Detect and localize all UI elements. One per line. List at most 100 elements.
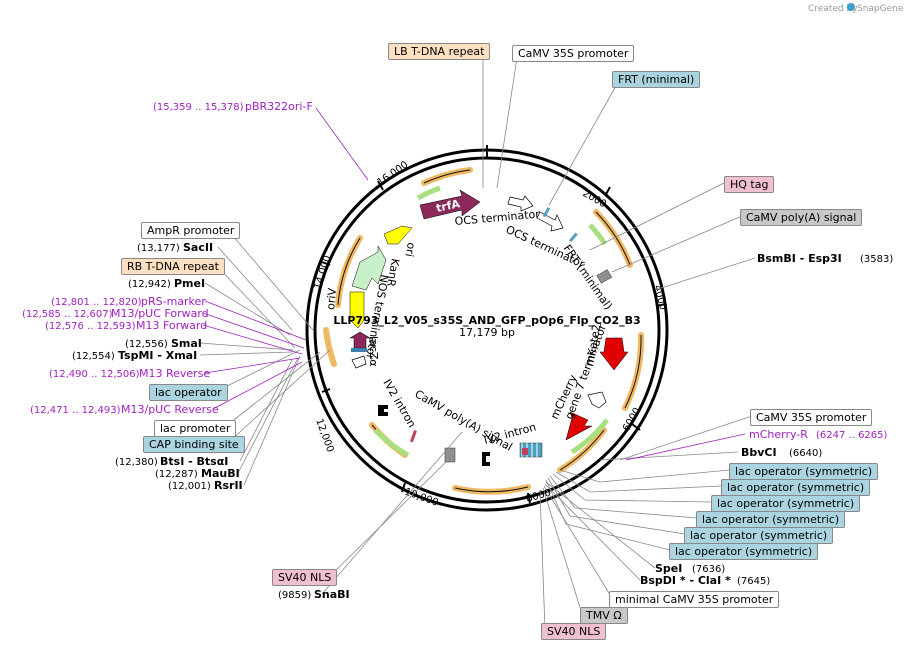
label-lb-tdna-repeat[interactable]: LB T-DNA repeat [388,43,491,60]
primer-prs-marker[interactable]: pRS-marker [141,295,206,308]
inner-label-lacz: lacZα [367,336,380,367]
label-hq-tag[interactable]: HQ tag [724,176,775,193]
mkate2-arrow[interactable] [599,337,629,371]
enzyme-maubi-pos: (12,287) [155,469,198,480]
snapgene-brand: SnapGene [857,4,904,14]
oriv-arrow[interactable] [349,291,365,329]
iv2-intron-mark-2[interactable] [378,405,388,416]
label-lac-operator-sym-5[interactable]: lac operator (symmetric) [684,527,834,544]
frt-mark-1[interactable] [542,207,551,218]
plasmid-length: 17,179 bp [459,326,515,339]
label-camv35s-promoter-right[interactable]: CaMV 35S promoter [750,409,873,426]
enzyme-bbvci-pos: (6640) [789,448,823,459]
label-ampr-promoter[interactable]: AmpR promoter [141,222,241,239]
label-cap-binding-site[interactable]: CAP binding site [143,436,245,453]
lacz-alpha-arrow[interactable] [349,331,371,349]
enzyme-bspdi-pos: (7645) [737,576,771,587]
trfA-label: trfA [435,197,462,215]
label-camv35s-promoter-top[interactable]: CaMV 35S promoter [512,45,635,62]
inner-label-gene7-terminator: gene 7 terminator [563,322,610,421]
label-tmv-omega[interactable]: TMV Ω [580,607,628,624]
enzyme-smai[interactable]: SmaI [171,337,202,350]
primer-m13puc-fwd[interactable]: M13/pUC Forward [111,307,209,320]
snapgene-logo-icon [847,3,855,11]
primer-pbr322ori-f-pos: (15,359 .. 15,378) [153,102,244,113]
enzyme-btsi-pos: (12,380) [115,457,158,468]
label-lac-operator-sym-4[interactable]: lac operator (symmetric) [696,511,846,528]
label-lac-operator[interactable]: lac operator [149,384,228,401]
primer-m13-rev-pos: (12,490 .. 12,506) [49,369,140,380]
created-by-text: Created by [808,4,858,14]
trfA-arrow[interactable] [419,189,481,220]
enzyme-tspmi-xmai[interactable]: TspMI - XmaI [118,349,198,362]
primer-prs-marker-pos: (12,801 .. 12,820) [51,297,142,308]
ocs-terminator-arrow-2[interactable] [536,211,564,232]
ocs-terminator-arrow-1[interactable] [507,195,534,212]
enzyme-maubi[interactable]: MauBI [201,467,240,480]
mcherry-arrow[interactable] [565,411,593,441]
label-lac-operator-sym-2[interactable]: lac operator (symmetric) [721,479,871,496]
tick-marks [321,145,667,504]
primer-m13puc-rev-pos: (12,471 .. 12,493) [30,405,121,416]
label-frt-minimal[interactable]: FRT (minimal) [612,71,701,88]
label-sv40-nls-left[interactable]: SV40 NLS [272,569,338,586]
primer-m13puc-fwd-pos: (12,585 .. 12,607) [22,309,113,320]
enzyme-bsmbi-esp3i[interactable]: BsmBI - Esp3I [757,252,842,265]
enzyme-snabi[interactable]: SnaBI [314,588,350,601]
label-rb-tdna-repeat[interactable]: RB T-DNA repeat [121,258,225,275]
inner-label-kanr: KanR [384,257,402,288]
label-camv-polya-right[interactable]: CaMV poly(A) signal [740,209,863,226]
lac-operators-cluster[interactable] [519,442,543,458]
leader-lines [199,57,756,631]
label-lac-operator-sym-6[interactable]: lac operator (symmetric) [669,543,819,560]
enzyme-sacii[interactable]: SacII [183,241,214,254]
label-lac-operator-sym-3[interactable]: lac operator (symmetric) [711,495,861,512]
enzyme-rsrii-pos: (12,001) [168,481,211,492]
lac-promoter-mark[interactable] [351,348,367,352]
label-sv40-nls-bottom[interactable]: SV40 NLS [541,623,607,640]
enzyme-pmei[interactable]: PmeI [174,277,206,290]
label-lac-operator-sym-1[interactable]: lac operator (symmetric) [729,463,879,480]
inner-label-iv2-intron-2: IV2 intron [380,377,418,430]
kanr-arrow[interactable] [351,245,387,291]
label-lac-promoter[interactable]: lac promoter [154,420,237,437]
enzyme-bspdi-clai[interactable]: BspDI * - ClaI * [640,574,731,587]
enzyme-rsrii[interactable]: RsrII [214,479,243,492]
enzyme-bsmbi-pos: (3583) [860,254,894,265]
enzyme-btsi-btsai[interactable]: BtsI - BtsαI [160,455,229,468]
enzyme-smai-pos: (12,556) [125,339,168,350]
inner-label-camv-polya: CaMV poly(A) signal [413,387,515,453]
primer-leaders [202,107,746,461]
frt-mark-2[interactable] [569,232,578,243]
gene7-terminator-arrow[interactable] [587,391,607,409]
camv-polya-box-right[interactable] [596,269,613,284]
primer-m13-rev[interactable]: M13 Reverse [139,367,211,380]
tick-16000: 16,000 [375,159,410,188]
ori-arrow[interactable] [383,225,413,245]
green-orf-arcs [373,185,609,458]
tick-4000: 4000 [651,284,668,311]
primer-m13puc-rev[interactable]: M13/pUC Reverse [121,403,219,416]
inner-label-ori: ori [403,241,418,257]
primer-m13-fwd[interactable]: M13 Forward [136,319,208,332]
enzyme-snabi-pos: (9859) [278,590,312,601]
camv-polya-box-left[interactable] [444,447,456,463]
enzyme-pmei-pos: (12,942) [128,279,171,290]
label-minimal-camv35s[interactable]: minimal CaMV 35S promoter [609,591,780,608]
primer-pbr322ori-f[interactable]: pBR322ori-F [245,100,313,113]
enzyme-sacii-pos: (13,177) [137,243,180,254]
enzyme-spei-pos: (7636) [692,564,726,575]
primer-mcherry-r[interactable]: mCherry-R [749,428,808,441]
enzyme-tspmi-pos: (12,554) [72,351,115,362]
sv40-nls-mark[interactable] [410,430,417,443]
enzyme-spei[interactable]: SpeI [655,562,683,575]
enzyme-bbvci[interactable]: BbvCI [741,446,777,459]
primer-m13-fwd-pos: (12,576 .. 12,593) [45,321,136,332]
primer-mcherry-r-pos: (6247 .. 6265) [816,430,888,441]
iv2-intron-mark-1[interactable] [482,452,490,466]
nos-terminator-arrow[interactable] [351,355,367,369]
inner-label-oriv: oriV [324,287,339,310]
plasmid-name: LLP793_L2_V05_s35S_AND_GFP_pOp6_Flp_CO2_… [333,314,640,327]
